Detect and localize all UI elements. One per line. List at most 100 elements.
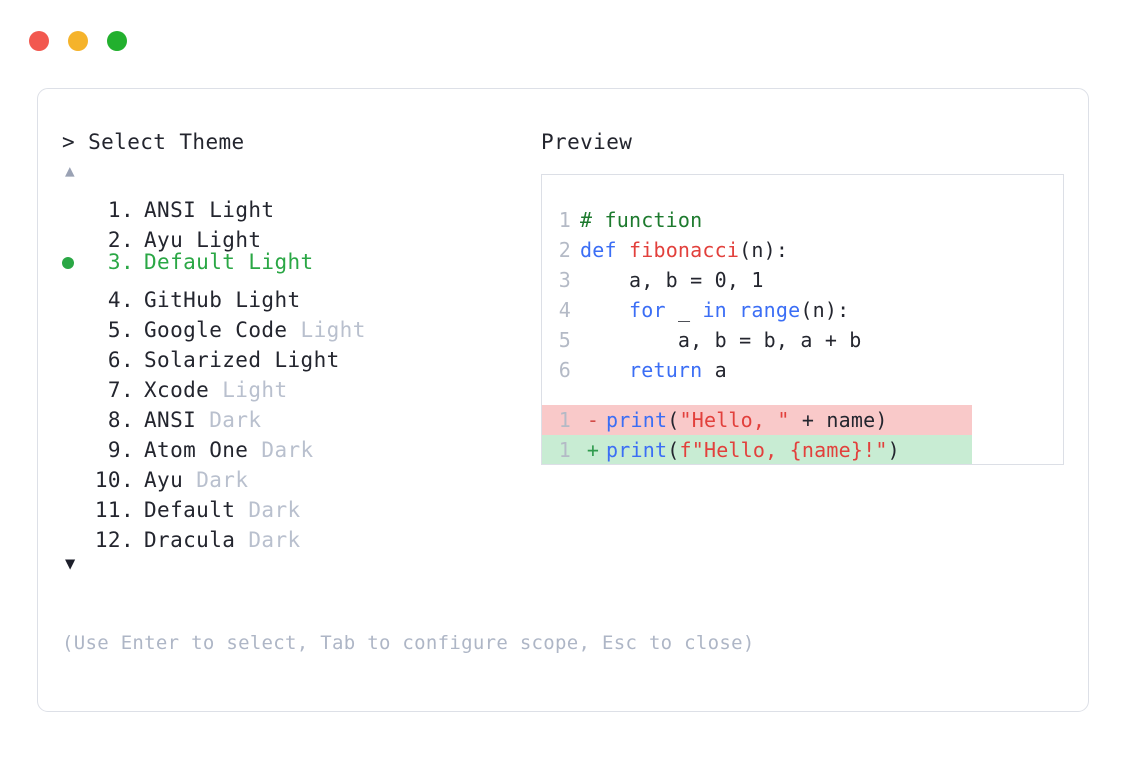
theme-item-name: Solarized: [144, 348, 262, 372]
close-button[interactable]: [29, 31, 49, 51]
code-token: for: [628, 298, 666, 322]
theme-item-variant: Light: [274, 348, 340, 372]
selection-indicator-cell: [62, 217, 88, 247]
theme-list-item[interactable]: 12.Dracula Dark: [62, 517, 532, 552]
theme-item-number: 7.: [107, 378, 134, 402]
theme-item-number: 3.: [107, 250, 134, 274]
minimize-button[interactable]: [68, 31, 88, 51]
selection-indicator-cell: [62, 457, 88, 487]
code-token: print: [606, 408, 668, 432]
theme-list-item[interactable]: 8.ANSI Dark: [62, 397, 532, 432]
theme-item-name: Default: [144, 498, 236, 522]
theme-list-item[interactable]: 9.Atom One Dark: [62, 427, 532, 462]
theme-list-item[interactable]: 5. Google Code Light: [62, 307, 532, 342]
line-number: 5: [558, 328, 571, 352]
code-line-text: return a: [580, 355, 727, 385]
theme-item-name: ANSI: [144, 198, 197, 222]
code-token: a, b = b, a + b: [580, 328, 862, 352]
theme-item-number: 4.: [107, 288, 134, 312]
theme-item-number: 12.: [94, 528, 134, 552]
theme-item-space: [235, 495, 248, 525]
theme-item-name: GitHub: [144, 288, 223, 312]
code-line-text: a, b = b, a + b: [580, 325, 862, 355]
theme-item-variant: Dark: [261, 438, 314, 462]
diff-sign: +: [586, 438, 600, 462]
code-token: "Hello, ": [679, 408, 790, 432]
theme-list-item[interactable]: 7.Xcode Light: [62, 367, 532, 402]
theme-list-pane: > Select Theme ▲ 1.ANSI Light 2. Ayu Light…: [62, 129, 532, 575]
code-token: [727, 298, 739, 322]
selection-indicator-cell: [62, 337, 88, 367]
code-token: f"Hello, {name}!": [679, 438, 888, 462]
selection-indicator-cell: [62, 277, 88, 307]
theme-item-variant: Light: [248, 250, 314, 274]
keyboard-hint: (Use Enter to select, Tab to configure s…: [62, 632, 755, 654]
theme-item-variant: Light: [196, 228, 262, 252]
theme-item-space: [261, 345, 274, 375]
theme-list-item[interactable]: 3.Default Light: [62, 247, 532, 277]
theme-item-number: 10.: [94, 468, 134, 492]
theme-list-item[interactable]: 6.Solarized Light: [62, 337, 532, 372]
theme-item-space: [196, 195, 209, 225]
theme-list-item[interactable]: 2. Ayu Light: [62, 217, 532, 252]
theme-list-item[interactable]: 1.ANSI Light: [62, 187, 532, 222]
theme-item-name: Ayu: [144, 468, 184, 492]
theme-list-item[interactable]: 10. Ayu Dark: [62, 457, 532, 492]
scroll-down-icon[interactable]: ▼: [65, 554, 76, 574]
code-token: a: [702, 358, 727, 382]
theme-item-variant: Dark: [196, 468, 249, 492]
theme-item-variant: Light: [300, 318, 366, 342]
theme-item-variant: Dark: [248, 498, 301, 522]
selection-indicator-cell: [62, 397, 88, 427]
code-token: in: [702, 298, 727, 322]
diff-line-text: print(f"Hello, {name}!"): [606, 435, 900, 464]
scroll-up-icon[interactable]: ▲: [65, 161, 75, 180]
maximize-button[interactable]: [107, 31, 127, 51]
page-title: > Select Theme: [62, 130, 245, 154]
theme-item-name: Google Code: [144, 318, 288, 342]
code-line-text: a, b = 0, 1: [580, 265, 764, 295]
code-token: [580, 358, 629, 382]
code-token: return: [628, 358, 703, 382]
theme-item-name: ANSI: [144, 408, 197, 432]
theme-item-number: 5.: [107, 318, 134, 342]
code-line: 4 for _ in range(n):: [542, 295, 1063, 325]
diff-line-added: 1 +print(f"Hello, {name}!"): [542, 435, 972, 464]
selection-indicator-cell: [62, 427, 88, 457]
selection-indicator-cell: [62, 307, 88, 337]
diff-spacer: [542, 385, 1063, 405]
code-token: # function: [580, 208, 703, 232]
theme-item-space: [209, 375, 222, 405]
code-token: _: [665, 298, 703, 322]
theme-item-number: 2.: [107, 228, 134, 252]
line-number: 3: [558, 268, 571, 292]
code-line-text: for _ in range(n):: [580, 295, 849, 325]
code-line-text: def fibonacci(n):: [580, 235, 788, 265]
theme-list-item[interactable]: 11.Default Dark: [62, 487, 532, 522]
code-token: (: [667, 408, 680, 432]
theme-item-space: [196, 405, 209, 435]
theme-list-item[interactable]: 4.GitHub Light: [62, 277, 532, 312]
code-token: [580, 298, 629, 322]
code-token: + name): [789, 408, 888, 432]
code-line: 1# function: [542, 205, 1063, 235]
selected-bullet-icon: [62, 257, 74, 269]
code-token: range: [739, 298, 801, 322]
theme-item-name: Ayu: [144, 228, 184, 252]
code-token: ): [887, 438, 900, 462]
code-token: print: [606, 438, 668, 462]
theme-item-name: Xcode: [144, 378, 210, 402]
diff-line-removed: 1-print("Hello, " + name): [542, 405, 972, 435]
theme-item-space: [183, 465, 196, 495]
diff-line-number: 1: [558, 438, 571, 462]
code-token: (: [667, 438, 680, 462]
selection-indicator-cell: [62, 187, 88, 217]
theme-item-space: [235, 525, 248, 555]
code-token: (n):: [739, 238, 789, 262]
theme-item-space: [287, 315, 300, 345]
theme-item-space: [235, 247, 248, 277]
selection-indicator-cell: [62, 367, 88, 397]
theme-picker-card: > Select Theme ▲ 1.ANSI Light 2. Ayu Light…: [37, 88, 1089, 712]
